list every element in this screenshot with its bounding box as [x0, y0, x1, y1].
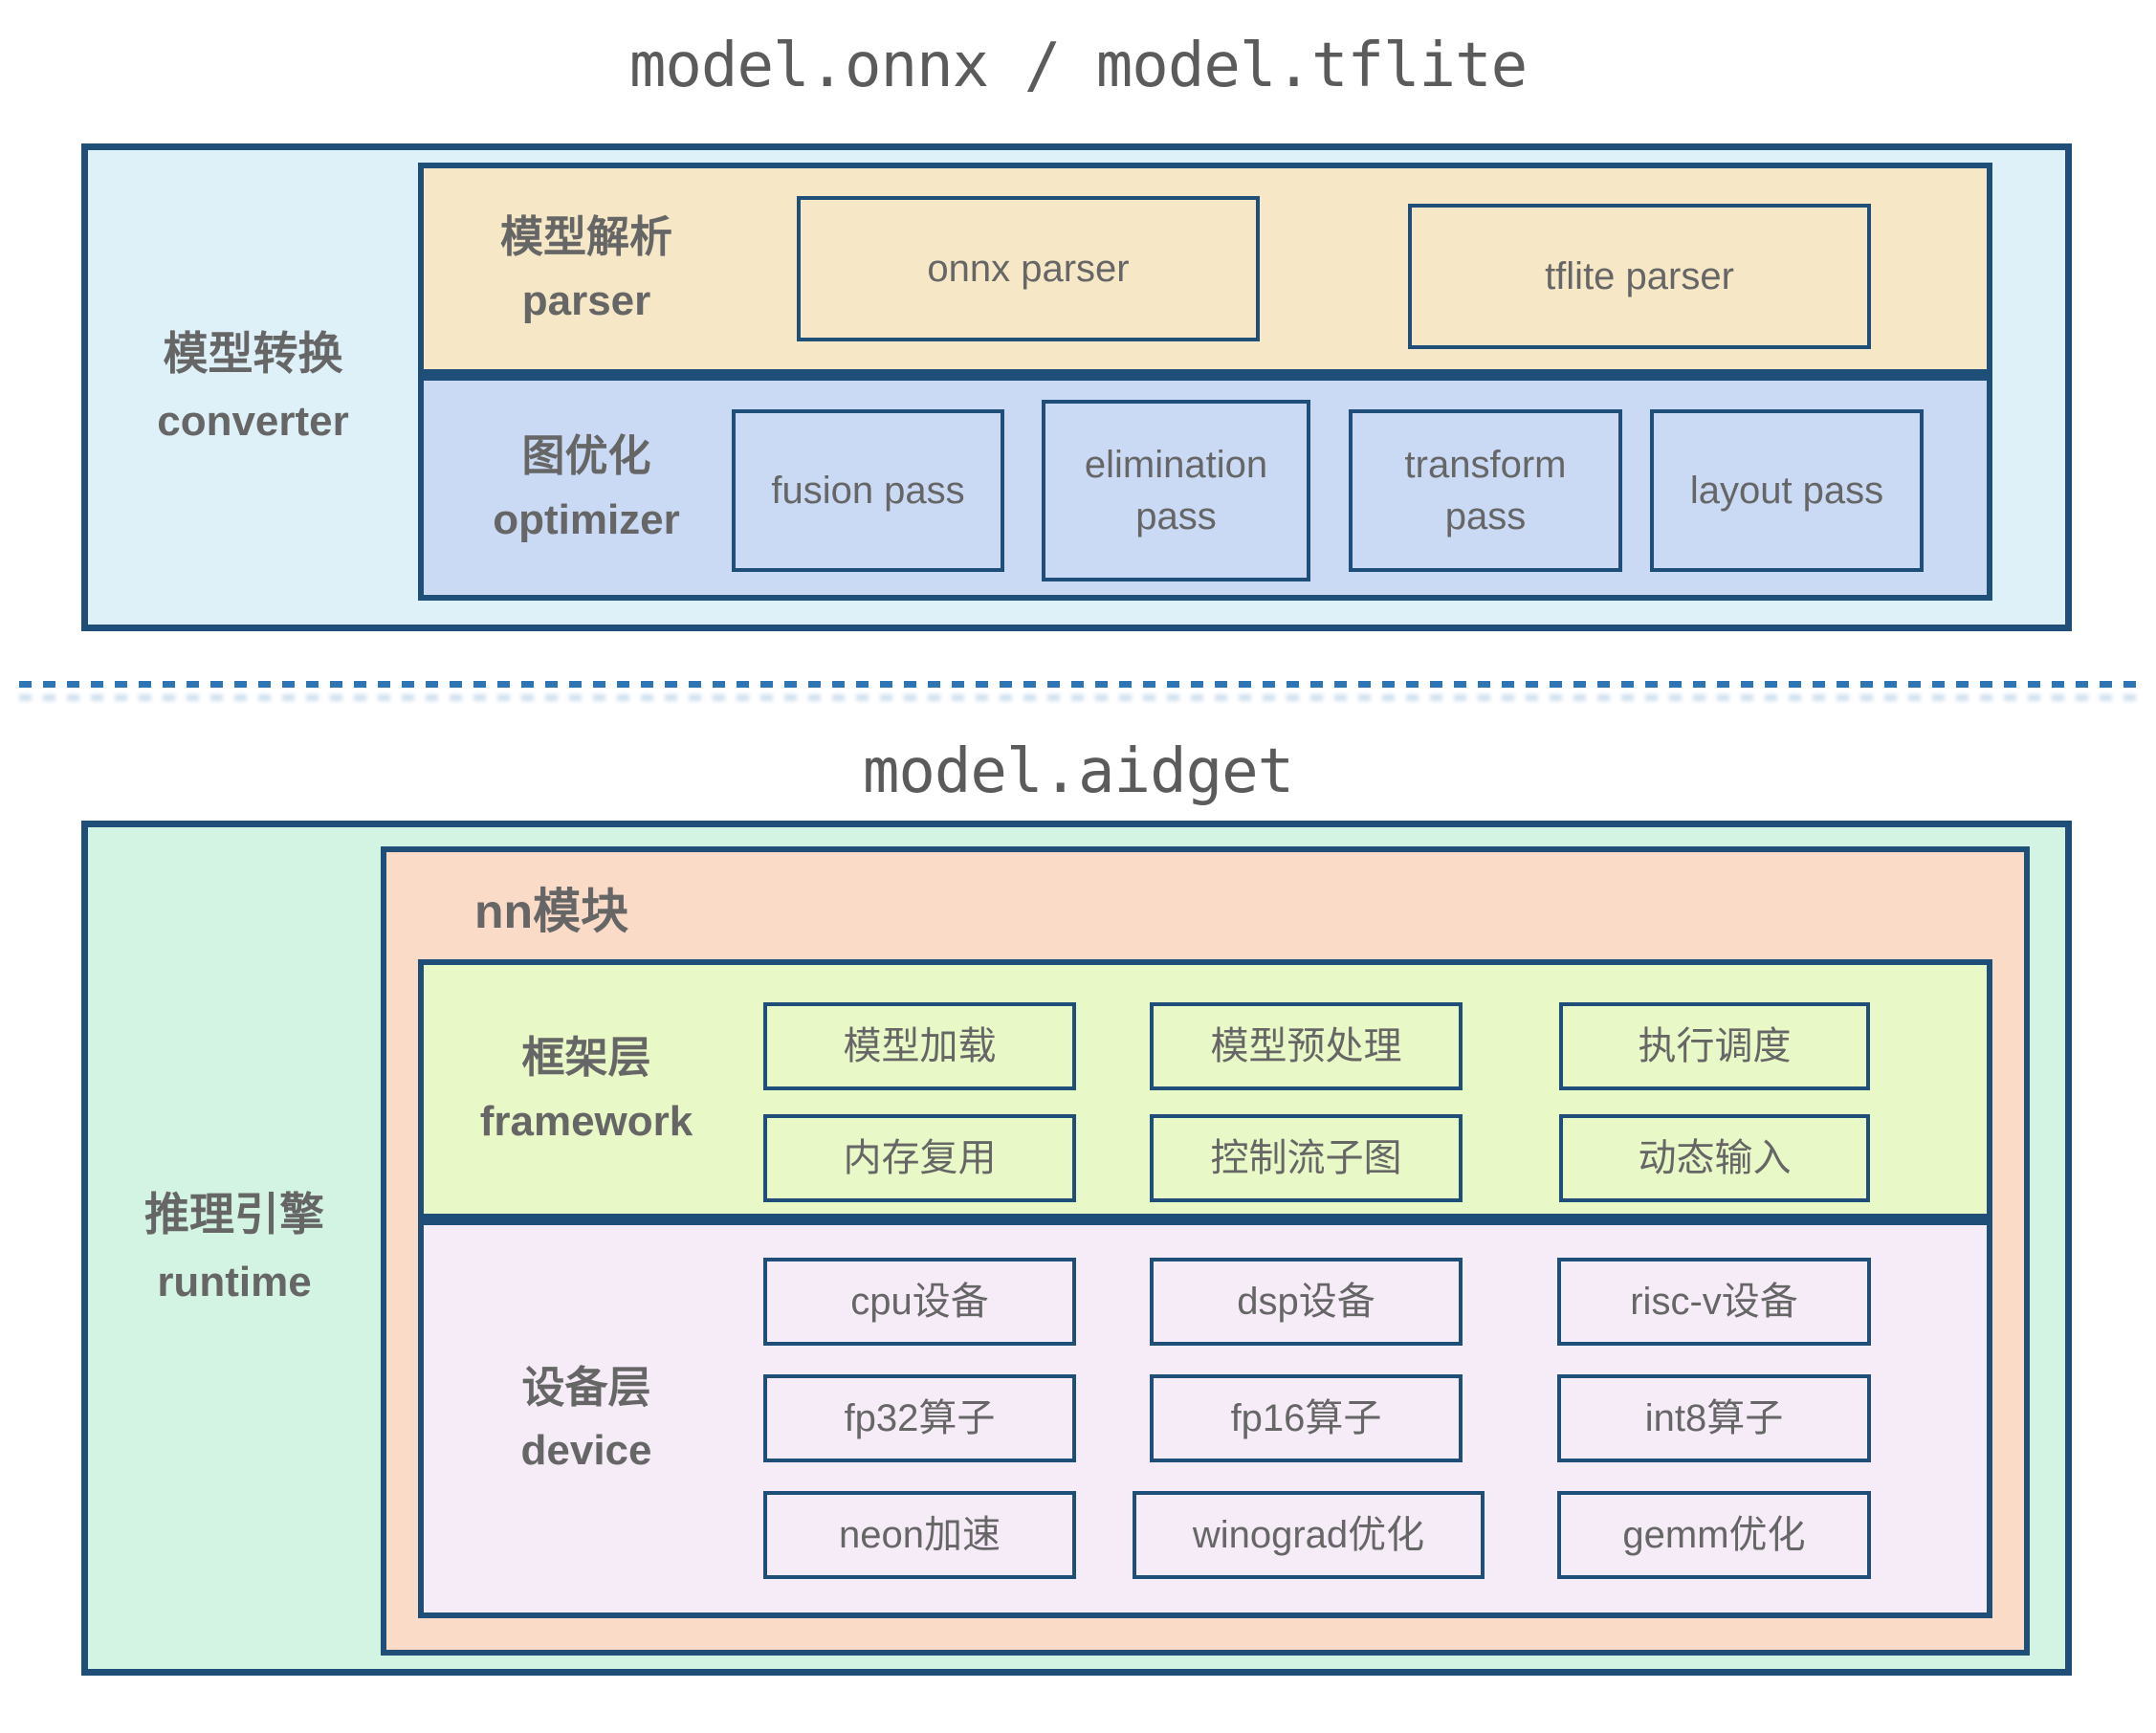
winograd-optimization-box: winograd优化	[1133, 1491, 1485, 1579]
dashed-divider	[19, 681, 2138, 688]
runtime-label-en: runtime	[157, 1259, 312, 1306]
parser-block: 模型解析 parser onnx parser tflite parser	[418, 163, 1992, 375]
device-label-zh: 设备层	[521, 1362, 651, 1412]
converter-label-en: converter	[157, 398, 349, 446]
model-preprocess-box: 模型预处理	[1150, 1002, 1463, 1090]
optimizer-label-en: optimizer	[493, 495, 680, 543]
device-label-en: device	[520, 1427, 652, 1475]
converter-label: 模型转换 converter	[88, 150, 418, 625]
runtime-section: 推理引擎 runtime nn模块 框架层 framework 模型加载 模型预…	[81, 821, 2072, 1676]
framework-label-en: framework	[479, 1097, 693, 1145]
control-flow-subgraph-box: 控制流子图	[1150, 1114, 1463, 1202]
int8-operator-box: int8算子	[1557, 1374, 1871, 1462]
cpu-device-box: cpu设备	[763, 1258, 1076, 1346]
framework-block: 框架层 framework 模型加载 模型预处理 执行调度 内存复用 控制流子图…	[418, 959, 1992, 1219]
neon-acceleration-box: neon加速	[763, 1491, 1076, 1579]
device-label: 设备层 device	[424, 1225, 749, 1612]
optimizer-block: 图优化 optimizer fusion pass elimination pa…	[418, 375, 1992, 601]
model-load-box: 模型加载	[763, 1002, 1076, 1090]
nn-module-label: nn模块	[474, 885, 629, 938]
fusion-pass-box: fusion pass	[732, 409, 1004, 572]
optimizer-label: 图优化 optimizer	[424, 381, 749, 595]
elimination-pass-box: elimination pass	[1042, 400, 1310, 581]
framework-label: 框架层 framework	[424, 965, 749, 1214]
fp32-operator-box: fp32算子	[763, 1374, 1076, 1462]
riscv-device-box: risc-v设备	[1557, 1258, 1871, 1346]
tflite-parser-box: tflite parser	[1408, 204, 1871, 349]
top-title: model.onnx / model.tflite	[628, 31, 1528, 101]
memory-reuse-box: 内存复用	[763, 1114, 1076, 1202]
dsp-device-box: dsp设备	[1150, 1258, 1463, 1346]
parser-label-en: parser	[521, 276, 651, 324]
runtime-label-zh: 推理引擎	[144, 1189, 324, 1240]
fp16-operator-box: fp16算子	[1150, 1374, 1463, 1462]
framework-label-zh: 框架层	[521, 1033, 651, 1083]
nn-module-block: nn模块 框架层 framework 模型加载 模型预处理 执行调度 内存复用 …	[381, 846, 2030, 1656]
parser-label-zh: 模型解析	[499, 212, 672, 262]
execution-schedule-box: 执行调度	[1559, 1002, 1870, 1090]
optimizer-label-zh: 图优化	[521, 431, 651, 481]
converter-label-zh: 模型转换	[163, 328, 343, 380]
dashed-divider-shadow	[19, 694, 2138, 701]
parser-label: 模型解析 parser	[424, 168, 749, 369]
transform-pass-box: transform pass	[1349, 409, 1622, 572]
runtime-label: 推理引擎 runtime	[88, 827, 381, 1669]
converter-section: 模型转换 converter 模型解析 parser onnx parser t…	[81, 143, 2072, 631]
device-block: 设备层 device cpu设备 dsp设备 risc-v设备 fp32算子 f…	[418, 1219, 1992, 1618]
layout-pass-box: layout pass	[1650, 409, 1924, 572]
bottom-title: model.aidget	[862, 736, 1294, 807]
dynamic-input-box: 动态输入	[1559, 1114, 1870, 1202]
gemm-optimization-box: gemm优化	[1557, 1491, 1871, 1579]
onnx-parser-box: onnx parser	[797, 196, 1260, 341]
